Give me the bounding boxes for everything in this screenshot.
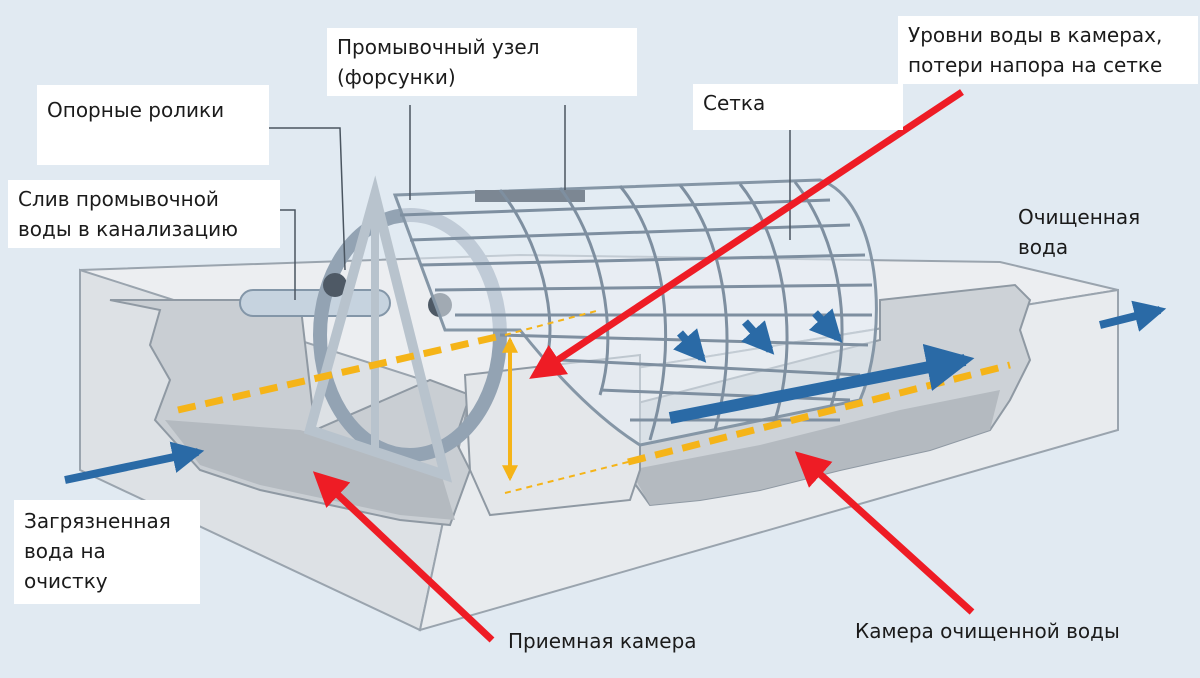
leader-lines [268,105,791,300]
outlet-flow-arrow [1099,300,1167,332]
label-flush-unit-line-2: (форсунки) [337,65,456,89]
mesh-flow-arrow-2 [741,319,775,355]
water-levels-pointer [529,89,964,379]
label-dirty-water: Загрязненная вода на очистку [14,500,200,604]
clean-chamber-water [630,390,1000,505]
label-support-rollers: Опорные ролики [37,85,269,165]
label-flush-unit-line-1: Промывочный узел [337,35,540,59]
water-levels [177,309,1011,494]
label-water-levels-line-1: Уровни воды в камерах, [908,23,1163,47]
label-drain: Слив промывочной воды в канализацию [8,180,280,248]
drum-mesh-longitudinal [399,198,873,422]
label-clean-water: Очищенная вода [1018,202,1140,262]
label-water-levels: Уровни воды в камерах, потери напора на … [898,16,1198,84]
label-water-levels-line-2: потери напора на сетке [908,53,1163,77]
inlet-level-projection [504,309,601,336]
label-inlet-chamber: Приемная камера [508,626,697,656]
mesh-flow-arrow-1 [673,328,707,363]
drum-support-frame [303,175,453,483]
label-inlet-chamber-text: Приемная камера [508,629,697,653]
inlet-flow-arrow [64,441,205,484]
label-clean-water-line-1: Очищенная [1018,205,1141,229]
pointer-arrows [312,89,975,643]
label-clean-chamber-text: Камера очищенной воды [855,619,1120,643]
label-drain-line-1: Слив промывочной [18,187,219,211]
label-dirty-water-line-1: Загрязненная [24,509,171,533]
label-mesh: Сетка [693,84,903,130]
clean-chamber-pointer [794,451,975,615]
support-roller-left [323,273,347,297]
label-dirty-water-line-3: очистку [24,569,108,593]
mesh-flow-arrow-3 [808,308,843,343]
label-clean-chamber: Камера очищенной воды [855,616,1120,646]
inlet-chamber-pointer [312,471,495,643]
flow-arrows [64,300,1167,484]
label-dirty-water-line-2: вода на [24,539,106,563]
clean-water-level-line [627,361,1011,466]
through-drum-flow-arrow [668,343,975,424]
inlet-chamber-water [165,420,455,520]
label-drain-line-2: воды в канализацию [18,217,238,241]
label-mesh-text: Сетка [703,91,766,115]
label-clean-water-line-2: вода [1018,235,1069,259]
label-flush-unit: Промывочный узел (форсунки) [327,28,637,96]
label-support-rollers-text: Опорные ролики [47,98,225,122]
